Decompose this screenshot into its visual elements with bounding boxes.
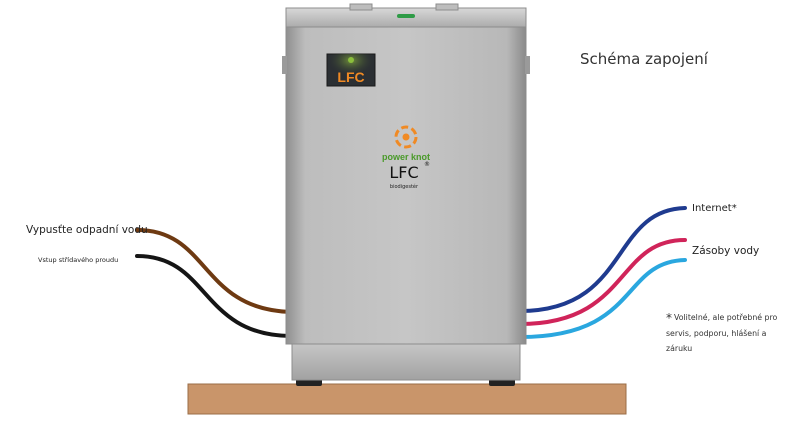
device-subtitle: biodigestér [390,183,419,190]
status-led [397,14,415,18]
cable-power [135,254,294,338]
footnote: *Volitelné, ale potřebné pro servis, pod… [666,310,794,356]
cable-water-supply [518,238,687,326]
page-title: Schéma zapojení [580,50,708,68]
cable-internet [518,206,687,313]
wooden-platform [187,383,627,415]
model-name: LFC [389,163,418,182]
label-water-supply: Zásoby vody [692,245,760,257]
brand-name: power knot [382,152,430,162]
label-power: Vstup střídavého proudu [38,256,119,264]
cable-drain [135,228,294,314]
top-vent-right [435,3,459,11]
side-latch-right [525,56,530,74]
device-base [291,341,521,381]
registered-mark: ® [424,161,430,168]
footnote-star: * [666,311,672,325]
footnote-text: Volitelné, ale potřebné pro servis, podp… [666,313,778,353]
label-internet: Internet* [692,203,737,214]
top-vent-left [349,3,373,11]
power-knot-logo-icon [394,125,418,149]
label-drain: Vypusťte odpadní vodu [26,224,148,236]
cabinet-body [285,26,527,345]
badge-text: LFC [337,69,364,85]
badge-logo-icon [348,57,354,63]
cable-water-light [518,258,687,339]
side-latch-left [282,56,287,74]
